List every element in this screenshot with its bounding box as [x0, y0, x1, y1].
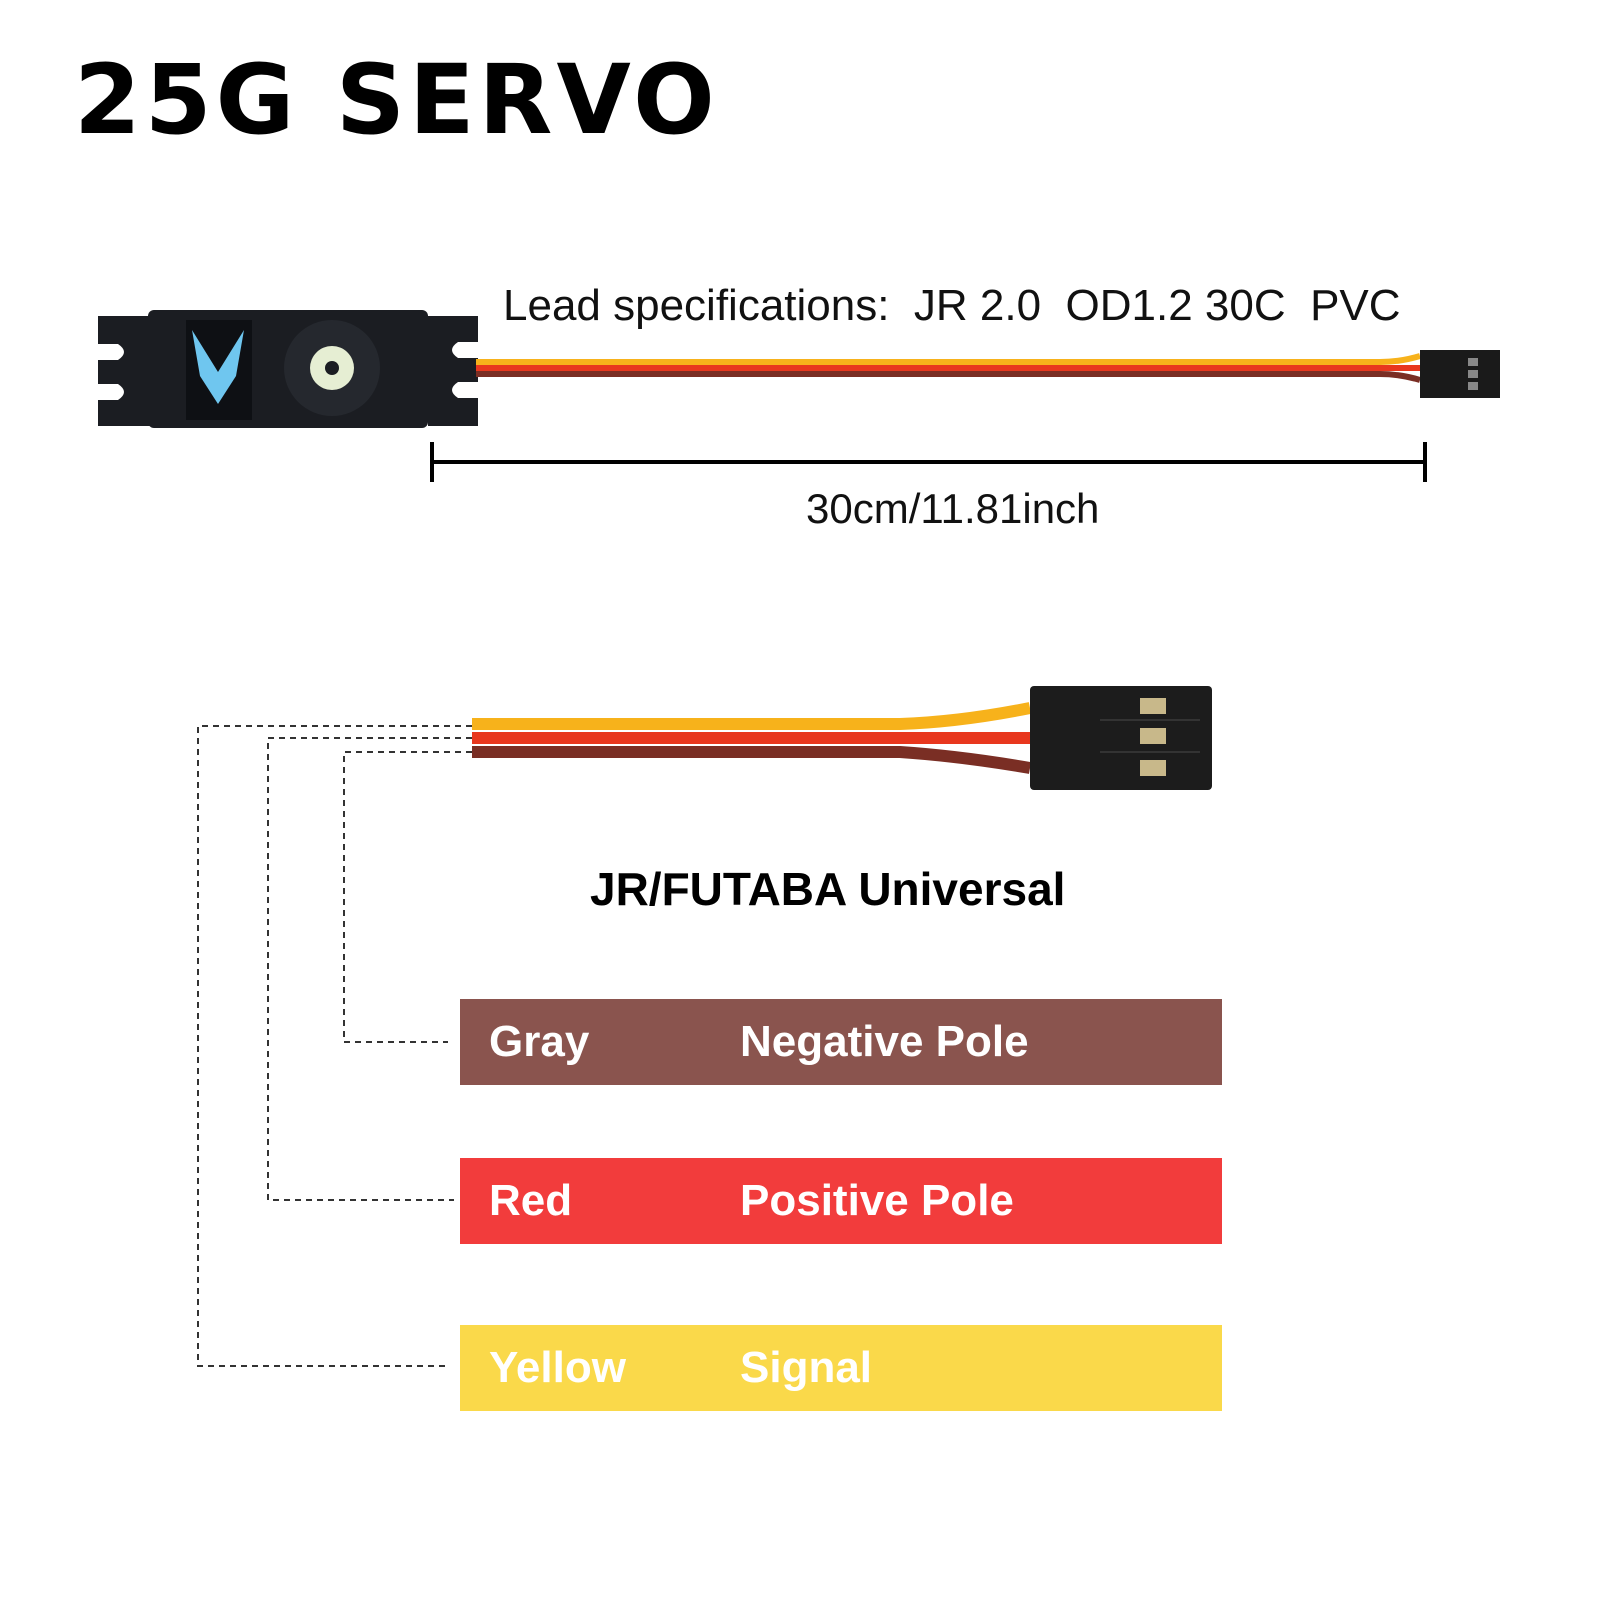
servo-lead-wires — [476, 350, 1500, 398]
connector-closeup — [472, 686, 1212, 790]
pin-function: Negative Pole — [740, 1017, 1029, 1066]
cable-length-label: 30cm/11.81inch — [806, 485, 1100, 532]
pin-row-signal: Yellow Signal — [460, 1325, 1222, 1411]
page-title: 25G SERVO — [74, 44, 719, 156]
pin-function: Positive Pole — [740, 1176, 1014, 1225]
length-dimension-line — [430, 442, 1427, 482]
pin-wire-color: Gray — [489, 1017, 590, 1066]
pin-wire-color: Red — [489, 1176, 573, 1225]
pin-leader-lines — [197, 725, 472, 1367]
servo-plug-icon — [1420, 350, 1500, 398]
pin-row-negative: Gray Negative Pole — [460, 999, 1222, 1085]
wing-logo-icon — [192, 330, 244, 404]
pin-function: Signal — [740, 1343, 873, 1392]
pin-row-positive: Red Positive Pole — [460, 1158, 1222, 1244]
connector-type-label: JR/FUTABA Universal — [590, 863, 1066, 915]
pin-wire-color: Yellow — [489, 1343, 626, 1392]
lead-spec-label: Lead specifications: JR 2.0 OD1.2 30C PV… — [503, 281, 1401, 330]
jr-plug-icon — [1030, 686, 1212, 790]
servo-motor-image — [98, 310, 478, 428]
